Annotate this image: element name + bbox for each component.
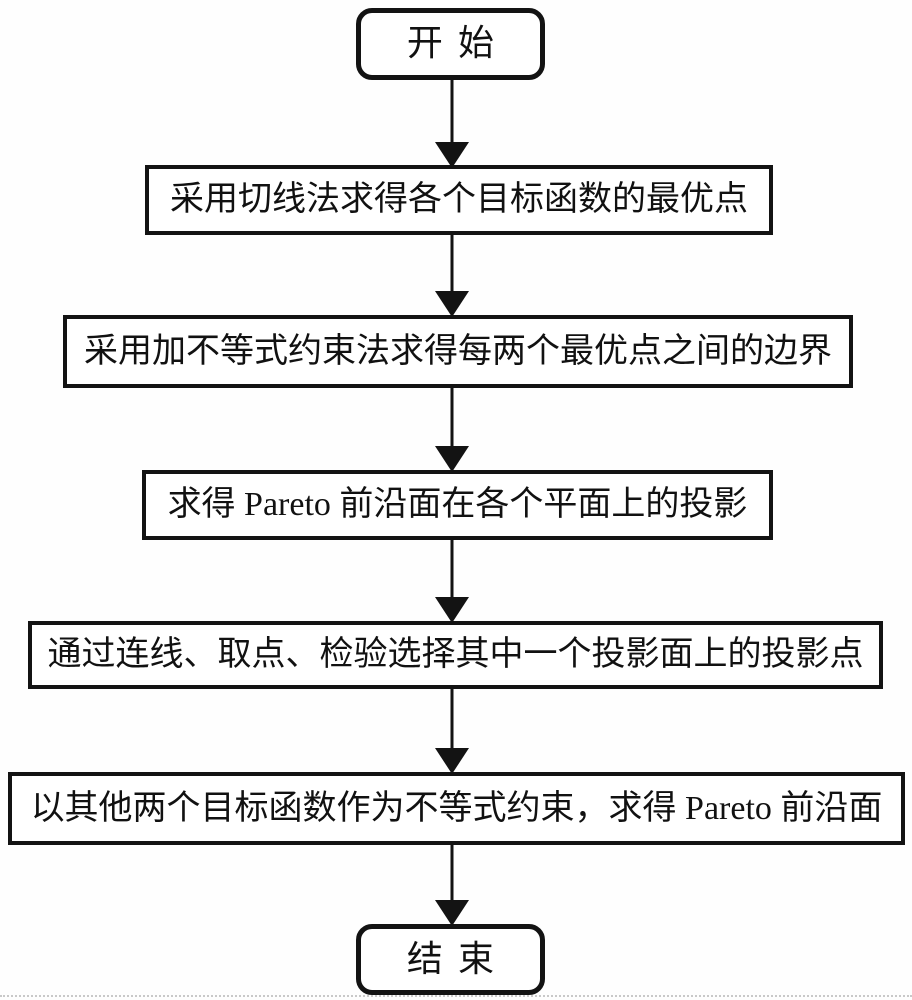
- arrowhead-down-icon: [435, 142, 469, 168]
- node-label-step3: 求得 Pareto 前沿面在各个平面上的投影: [167, 486, 748, 524]
- connector-line: [450, 233, 454, 301]
- node-label-start: 开始: [406, 23, 510, 64]
- node-label-end: 结束: [406, 938, 510, 979]
- arrowhead-down-icon: [435, 900, 469, 926]
- arrowhead-down-icon: [435, 748, 469, 774]
- flowchart-node-step2: 采用加不等式约束法求得每两个最优点之间的边界: [63, 315, 853, 388]
- node-label-step2: 采用加不等式约束法求得每两个最优点之间的边界: [84, 332, 832, 370]
- connector-line: [450, 386, 454, 456]
- arrowhead-down-icon: [435, 291, 469, 317]
- node-label-step4: 通过连线、取点、检验选择其中一个投影面上的投影点: [47, 636, 864, 674]
- node-label-step5: 以其他两个目标函数作为不等式约束，求得 Pareto 前沿面: [30, 789, 883, 827]
- flowchart-node-step5: 以其他两个目标函数作为不等式约束，求得 Pareto 前沿面: [8, 772, 905, 845]
- flow-arrow-6: [434, 844, 470, 926]
- flowchart-node-end: 结束: [356, 924, 545, 995]
- connector-line: [450, 844, 454, 910]
- flow-arrow-2: [434, 233, 470, 317]
- flow-arrow-1: [434, 78, 470, 168]
- arrowhead-down-icon: [435, 597, 469, 623]
- flowchart-node-step4: 通过连线、取点、检验选择其中一个投影面上的投影点: [28, 621, 883, 689]
- flowchart-node-step1: 采用切线法求得各个目标函数的最优点: [145, 165, 773, 235]
- arrowhead-down-icon: [435, 446, 469, 472]
- flowchart-node-step3: 求得 Pareto 前沿面在各个平面上的投影: [142, 470, 773, 540]
- node-label-step1: 采用切线法求得各个目标函数的最优点: [170, 181, 748, 219]
- connector-line: [450, 538, 454, 607]
- connector-line: [450, 78, 454, 152]
- flow-arrow-3: [434, 386, 470, 472]
- connector-line: [450, 687, 454, 758]
- flow-arrow-4: [434, 538, 470, 623]
- scan-artifact-line: [0, 995, 912, 997]
- flow-arrow-5: [434, 687, 470, 774]
- flowchart-node-start: 开始: [356, 8, 545, 80]
